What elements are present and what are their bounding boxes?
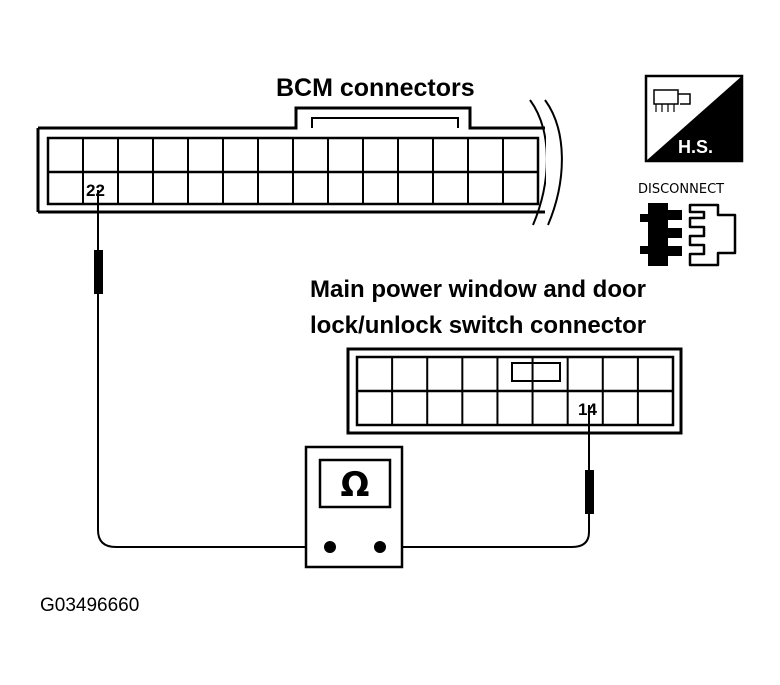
ohm-symbol: Ω [341,465,370,505]
disconnect-connector-icon [640,203,737,267]
ohmmeter-icon: Ω [304,445,404,569]
harness-side-icon: H.S. [644,74,744,163]
bcm-connectors-title: BCM connectors [276,74,475,102]
figure-id: G03496660 [40,595,139,616]
switch-connector: 14 [346,347,683,435]
bcm-connector: 22 [36,99,563,226]
bcm-pin-label: 22 [86,181,105,200]
switch-pin-label: 14 [578,400,597,419]
disconnect-label: DISCONNECT [638,182,724,197]
switch-connector-title-line1: Main power window and door [310,276,646,303]
switch-connector-title-line2: lock/unlock switch connector [310,312,646,339]
wiring [94,190,594,548]
hs-badge-label: H.S. [678,137,713,157]
